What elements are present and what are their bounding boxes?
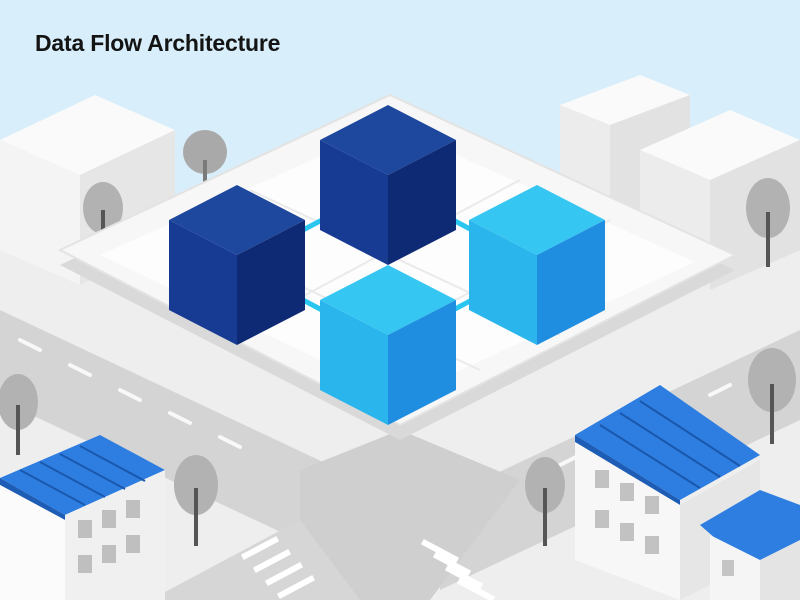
node-top-right-face [388,140,456,265]
diagram-title: Data Flow Architecture [35,30,281,56]
node-right-cube [469,185,605,345]
node-left-cube [169,185,305,345]
house-far-right [700,490,800,600]
node-top-cube [320,105,456,265]
node-right-left-face [469,220,537,345]
tree-back-left [183,130,227,200]
tree-right-back [746,178,790,267]
node-bottom-left-face [320,300,388,425]
node-left-right-face [237,220,305,345]
tree-front-right [748,348,796,444]
node-left-left-face [169,220,237,345]
data-nodes [169,105,605,425]
crosswalk-right [420,538,496,600]
node-top-left-face [320,140,388,265]
tree-front-mid [525,457,565,546]
road-intersection [300,430,520,600]
node-bottom-cube [320,265,456,425]
node-right-right-face [537,220,605,345]
tree-front-center [174,455,218,546]
node-bottom-right-face [388,300,456,425]
crosswalk-left [240,535,316,600]
tree-front-left [0,374,38,455]
house-front-left [0,435,165,600]
